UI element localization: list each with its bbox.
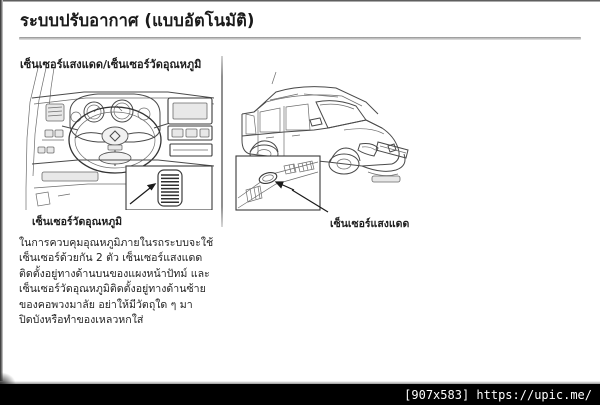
scanned-page: ระบบปรับอากาศ (แบบอัตโนมัติ) เซ็นเซอร์แส…	[0, 0, 600, 384]
temp-sensor-arrow	[129, 183, 157, 205]
page-corner-bottom-left-shadow	[0, 372, 16, 384]
callout-label-temperature-sensor: เซ็นเซอร์วัดอุณหภูมิ	[32, 216, 123, 228]
watermark-bar	[0, 384, 600, 405]
watermark-text: [907x583] https://upic.me/	[404, 388, 592, 402]
body-line: ของคอพวงมาลัย อย่าให้มีวัตถุใด ๆ มา	[19, 298, 193, 311]
body-line: ปิดบังหรือทำของเหลวหกใส่	[19, 314, 144, 327]
callout-label-sunlight-sensor: เซ็นเซอร์แสงแดด	[330, 218, 410, 230]
page-edge-bottom-shadow	[0, 381, 600, 384]
column-divider	[221, 56, 223, 227]
body-line: ติดตั้งอยู่ทางด้านบนของแผงหน้าปัทม์ และ	[19, 267, 210, 280]
body-paragraph: ในการควบคุมอุณหภูมิภายในรถระบบจะใช้ เซ็น…	[19, 236, 219, 328]
section-heading-sensors: เซ็นเซอร์แสงแดด/เซ็นเซอร์วัดอุณหภูมิ	[20, 58, 202, 71]
sun-sensor-inset-arrow	[274, 181, 295, 191]
page-edge-left-shadow	[0, 0, 3, 384]
body-line: เซ็นเซอร์วัดอุณหภูมิติดตั้งอยู่ทางด้านซ้…	[19, 283, 206, 296]
page-edge-top-shadow	[0, 0, 600, 2]
dashboard-interior-diagram	[25, 68, 214, 210]
page-title: ระบบปรับอากาศ (แบบอัตโนมัติ)	[20, 11, 255, 30]
body-line: เซ็นเซอร์ด้วยกัน 2 ตัว เซ็นเซอร์แสงแดด	[19, 252, 203, 265]
body-line: ในการควบคุมอุณหภูมิภายในรถระบบจะใช้	[19, 237, 214, 249]
title-divider-rule	[19, 37, 581, 40]
suv-exterior-diagram	[235, 71, 409, 213]
